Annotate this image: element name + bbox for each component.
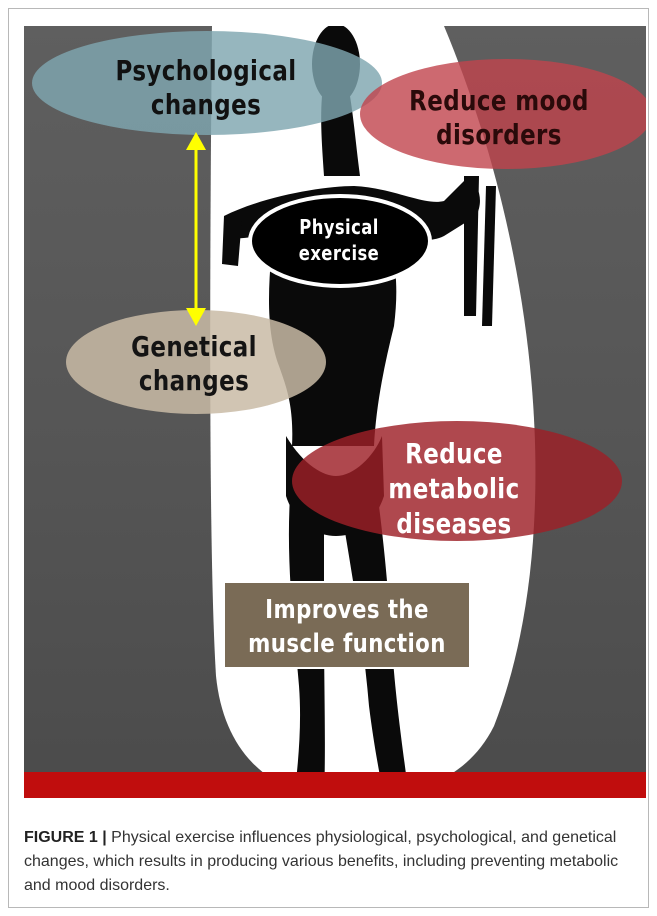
double-arrow-icon [186,132,206,326]
reduce-metabolic-diseases-label: Reduce metabolic diseases [315,436,594,541]
figure-caption-text: Physical exercise influences physiologic… [24,829,618,894]
muscle-function-label: Improves the muscle function [247,593,447,661]
psychological-changes-label: Psychological changes [75,54,337,122]
red-floor [24,772,646,798]
figure-caption-label: FIGURE 1 | [24,829,107,846]
physical-exercise-label: Physical exercise [269,214,408,266]
genetical-changes-label: Genetical changes [79,330,309,398]
figure-illustration: Psychological changes Reduce mood disord… [24,26,646,798]
reduce-mood-disorders-label: Reduce mood disorders [380,84,618,152]
figure-caption: FIGURE 1 | Physical exercise influences … [24,826,634,898]
muscle-function-box: Improves the muscle function [223,581,471,669]
